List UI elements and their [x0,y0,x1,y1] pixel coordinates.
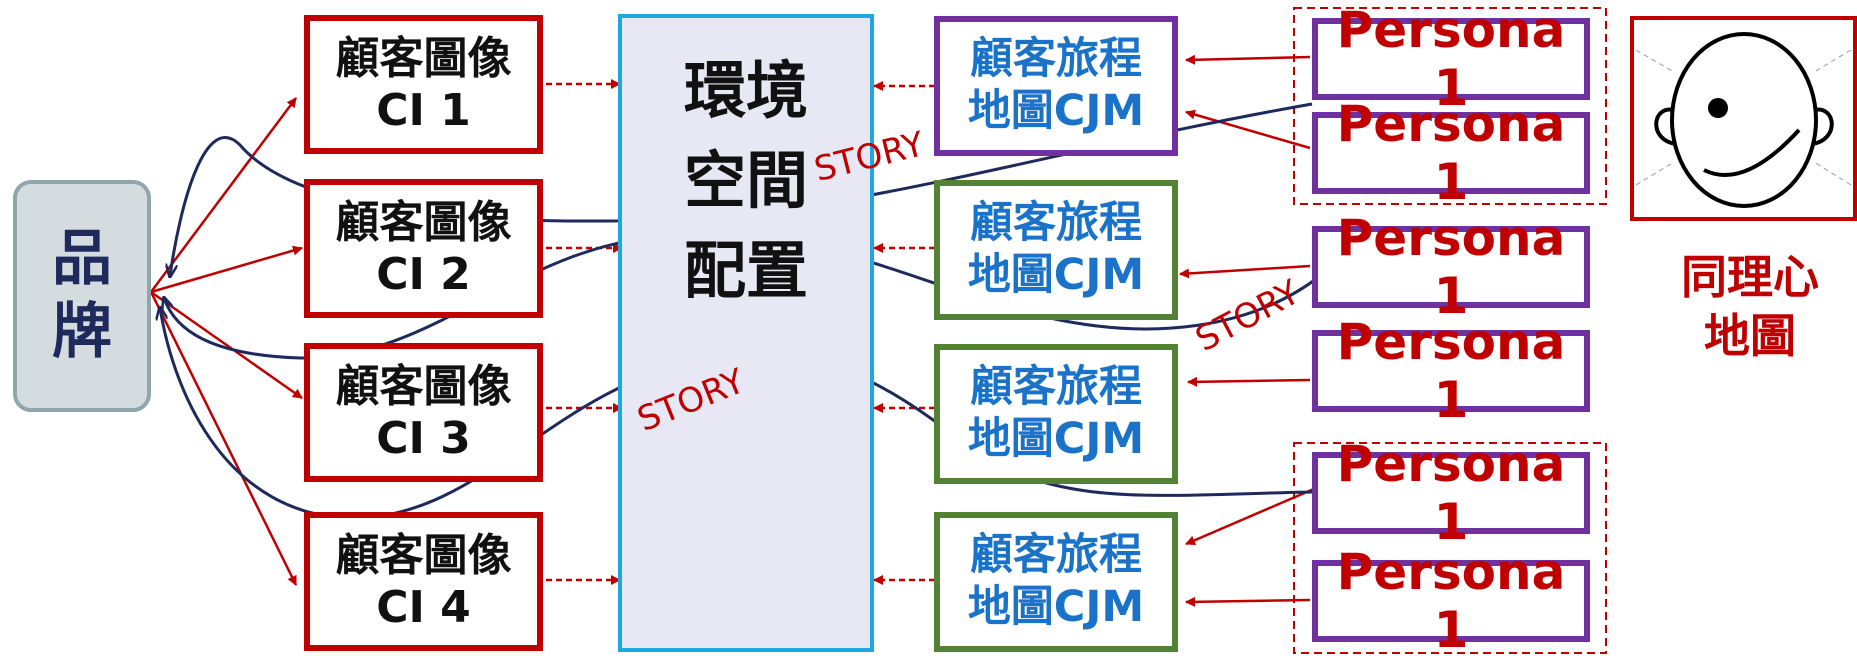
cjm-title: 顧客旅程 [970,34,1142,85]
ci-box-2: 顧客圖像 CI 2 [304,179,543,318]
empathy-map-frame [1630,16,1857,221]
ci-id: CI 2 [376,248,471,300]
env-line-1: 環境 [683,54,808,127]
persona-label: Persona 1 [1336,313,1566,429]
ci-title: 顧客圖像 [335,360,512,412]
ci-box-3: 顧客圖像 CI 3 [304,343,543,482]
ci-id: CI 4 [376,581,471,633]
cjm-id: 地圖CJM [967,582,1145,632]
persona-box-1: Persona 1 [1312,1,1590,117]
brand-label: 品 牌 [52,223,112,367]
empathy-line-1: 同理心 [1681,250,1819,304]
persona-label: Persona 1 [1336,1,1566,117]
ci-box-1: 顧客圖像 CI 1 [304,15,543,154]
ci-title: 顧客圖像 [335,529,512,581]
ci-box-4: 顧客圖像 CI 4 [304,512,543,651]
persona-box-2: Persona 1 [1312,95,1590,211]
persona-label: Persona 1 [1336,543,1566,659]
cjm-title: 顧客旅程 [970,362,1142,413]
brand-box: 品 牌 [13,180,151,412]
env-line-2: 空間 [683,143,808,217]
cjm-title: 顧客旅程 [970,198,1142,249]
ci-id: CI 1 [376,84,471,136]
persona-label: Persona 1 [1336,435,1566,551]
ci-title: 顧客圖像 [335,32,512,84]
cjm-box-4: 顧客旅程 地圖CJM [934,512,1178,652]
persona-box-5: Persona 1 [1312,435,1590,551]
empathy-line-2: 地圖 [1704,308,1796,363]
cjm-box-2: 顧客旅程 地圖CJM [934,180,1178,320]
brand-to-ci-arrows [149,97,303,586]
ci-title: 顧客圖像 [335,196,512,248]
persona-label: Persona 1 [1336,209,1566,325]
empathy-map-label: 同理心 地圖 [1650,248,1850,366]
persona-box-6: Persona 1 [1312,543,1590,659]
ci-to-env-dashed [536,79,623,585]
cjm-title: 顧客旅程 [970,530,1142,581]
cjm-box-1: 顧客旅程 地圖CJM [934,16,1178,156]
cjm-id: 地圖CJM [967,414,1145,464]
cjm-id: 地圖CJM [967,86,1145,136]
persona-box-3: Persona 1 [1312,209,1590,325]
ci-id: CI 3 [376,412,471,464]
cjm-box-3: 顧客旅程 地圖CJM [934,344,1178,484]
face-icon [1635,32,1852,208]
persona-box-4: Persona 1 [1312,313,1590,429]
story-label-2: STORY [1189,272,1307,360]
env-line-3: 配置 [683,233,808,307]
persona-label: Persona 1 [1336,95,1566,211]
environment-box: 環境 空間 配置 [618,14,874,652]
cjm-id: 地圖CJM [967,250,1145,300]
